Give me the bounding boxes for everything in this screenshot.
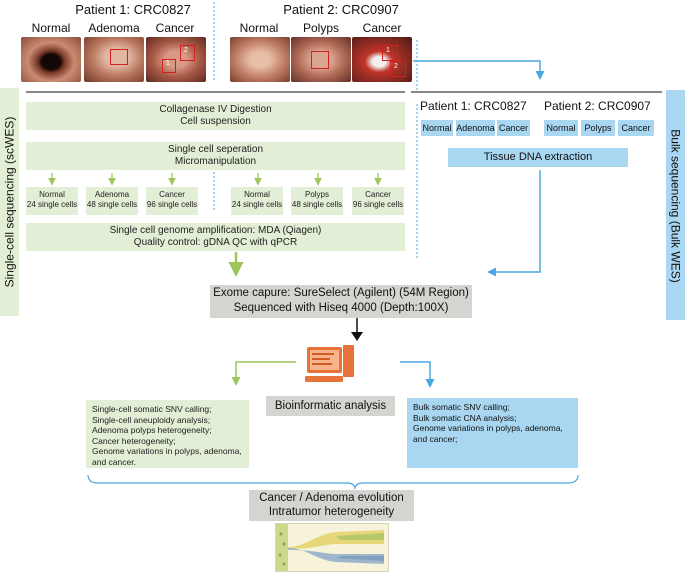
- exome-capture-box: Exome capure: SureSelect (Agilent) (54M …: [210, 285, 472, 318]
- amplification-step-box: Single cell genome amplification: MDA (Q…: [26, 223, 405, 251]
- sc-analysis-line: Single-cell somatic SNV calling;: [92, 404, 212, 414]
- region-box: [390, 61, 406, 77]
- region-mark: 1: [386, 47, 390, 54]
- evolution-line1: Cancer / Adenoma evolution: [259, 492, 404, 504]
- separation-step-box: Single cell seperation Micromanipulation: [26, 142, 405, 170]
- photo-label-adenoma-p1: Adenoma: [88, 21, 140, 35]
- photo-label-polyps-p2: Polyps: [302, 21, 340, 35]
- sample-name: Adenoma: [94, 190, 130, 199]
- region-box: [110, 49, 128, 65]
- digestion-step-box: Collagenase IV Digestion Cell suspension: [26, 102, 405, 130]
- keyboard-icon: [305, 376, 343, 382]
- sc-analysis-box: Single-cell somatic SNV calling; Single-…: [86, 400, 249, 468]
- sample-name: Cancer: [365, 190, 391, 199]
- sample-box-normal-p2: Normal 24 single cells: [231, 187, 283, 215]
- region-mark: 2: [394, 63, 398, 70]
- sample-box-polyps-p2: Polyps 48 single cells: [291, 187, 343, 215]
- bulk-patient2-title: Patient 2: CRC0907: [544, 99, 651, 113]
- endoscopy-photo-polyps-p2: [291, 37, 351, 82]
- bulk-analysis-line: Bulk somatic SNV calling;: [413, 402, 510, 412]
- sample-count: 96 single cells: [352, 200, 404, 209]
- amplification-step-line2: Quality control: gDNA QC with qPCR: [133, 237, 298, 248]
- endoscopy-photo-cancer-p1: 1 2: [146, 37, 206, 82]
- sample-count: 48 single cells: [86, 200, 138, 209]
- digestion-step-line1: Collagenase IV Digestion: [159, 104, 272, 115]
- sample-count: 24 single cells: [26, 200, 78, 209]
- photo-label-normal-p1: Normal: [31, 21, 71, 35]
- sc-analysis-line: and cancer.: [92, 456, 136, 467]
- sample-box-adenoma-p1: Adenoma 48 single cells: [86, 187, 138, 215]
- sample-count: 48 single cells: [291, 200, 343, 209]
- endoscopy-photo-adenoma-p1: [84, 37, 144, 82]
- bulk-analysis-box: Bulk somatic SNV calling; Bulk somatic C…: [407, 398, 578, 468]
- scwes-side-bar: [0, 88, 19, 316]
- sc-analysis-line: Adenoma polyps heterogeneity;: [92, 425, 212, 435]
- exome-capture-line1: Exome capure: SureSelect (Agilent) (54M …: [213, 287, 469, 299]
- bioinformatic-analysis-box: Bioinformatic analysis: [266, 396, 395, 416]
- bulk-sample-cancer-p1: Cancer: [497, 120, 530, 136]
- region-box: [311, 51, 329, 69]
- region-box: [162, 59, 176, 73]
- bulk-sample-normal-p1: Normal: [421, 120, 453, 136]
- bulk-sample-cancer-p2: Cancer: [618, 120, 654, 136]
- sample-name: Normal: [244, 190, 270, 199]
- sample-count: 96 single cells: [146, 200, 198, 209]
- bulk-patient1-title: Patient 1: CRC0827: [420, 99, 527, 113]
- region-mark: 2: [184, 47, 188, 54]
- patient2-title: Patient 2: CRC0907: [283, 2, 399, 17]
- evolution-box: Cancer / Adenoma evolution Intratumor he…: [249, 490, 414, 521]
- evolution-line2: Intratumor heterogeneity: [268, 506, 395, 518]
- endoscopy-photo-normal-p1: [21, 37, 81, 82]
- sample-box-cancer-p2: Cancer 96 single cells: [352, 187, 404, 215]
- computer-tower-icon: [343, 345, 354, 377]
- sample-name: Cancer: [159, 190, 185, 199]
- sc-analysis-line: Single-cell aneuploidy analysis;: [92, 414, 211, 425]
- region-box: [180, 45, 195, 61]
- sample-name: Normal: [39, 190, 65, 199]
- region-box: [382, 45, 398, 61]
- monitor-icon: [307, 347, 342, 373]
- bulk-analysis-line: Bulk somatic CNA analysis;: [413, 412, 517, 423]
- exome-capture-line2: Sequenced with Hiseq 4000 (Depth:100X): [233, 302, 449, 314]
- tissue-extraction-box: Tissue DNA extraction: [448, 148, 628, 167]
- evolution-tree-shape: [278, 530, 384, 566]
- photo-label-cancer-p2: Cancer: [362, 21, 402, 35]
- separation-step-line1: Single cell seperation: [167, 144, 264, 155]
- amplification-step-line1: Single cell genome amplification: MDA (Q…: [109, 225, 322, 236]
- bulk-sample-normal-p2: Normal: [544, 120, 578, 136]
- digestion-step-line2: Cell suspension: [180, 116, 251, 127]
- patient1-title: Patient 1: CRC0827: [75, 2, 191, 17]
- sc-analysis-line: Cancer heterogeneity;: [92, 435, 176, 446]
- evolution-tree-figure: [275, 523, 389, 572]
- sample-box-cancer-p1: Cancer 96 single cells: [146, 187, 198, 215]
- bulk-sample-adenoma-p1: Adenoma: [456, 120, 495, 136]
- sample-name: Polyps: [304, 190, 329, 199]
- endoscopy-photo-normal-p2: [230, 37, 290, 82]
- region-mark: 1: [166, 60, 170, 67]
- separation-step-line2: Micromanipulation: [174, 156, 257, 167]
- bulk-analysis-line: and cancer;: [413, 433, 458, 444]
- bulk-sample-polyps-p2: Polyps: [581, 120, 615, 136]
- endoscopy-photo-cancer-p2: 1 2: [352, 37, 412, 82]
- photo-label-cancer-p1: Cancer: [155, 21, 195, 35]
- sample-box-normal-p1: Normal 24 single cells: [26, 187, 78, 215]
- computer-icon: [305, 344, 355, 386]
- sample-count: 24 single cells: [231, 200, 283, 209]
- bulk-analysis-line: Genome variations in polyps, adenoma,: [413, 423, 563, 433]
- photo-label-normal-p2: Normal: [239, 21, 279, 35]
- sc-analysis-line: Genome variations in polyps, adenoma,: [92, 446, 242, 456]
- bulk-side-bar: [666, 90, 685, 320]
